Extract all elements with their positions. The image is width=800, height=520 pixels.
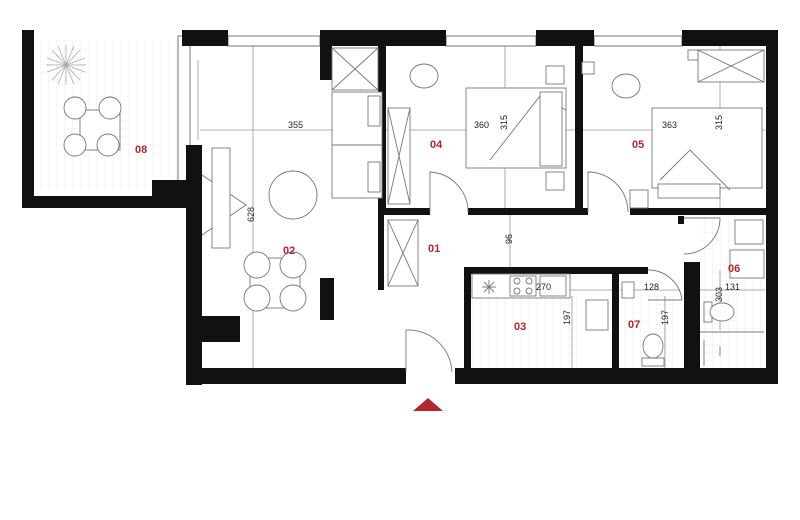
wall-living-notch bbox=[320, 30, 332, 80]
room-label-01: 01 bbox=[428, 243, 440, 255]
wall-bottom-left bbox=[186, 368, 406, 384]
shower bbox=[700, 331, 764, 366]
wall-top-3 bbox=[536, 30, 594, 46]
wall-left bbox=[186, 145, 202, 385]
wall-balcony-left bbox=[22, 30, 34, 208]
bed-05 bbox=[581, 49, 763, 209]
wall-column bbox=[320, 278, 334, 320]
entrance-marker-icon bbox=[413, 398, 443, 411]
wall-right bbox=[766, 30, 778, 384]
dim-living-depth: 628 bbox=[246, 207, 256, 222]
wardrobe-bedroom-05 bbox=[697, 49, 765, 83]
dim-bedroom-05-depth: 315 bbox=[714, 115, 724, 130]
tv-unit bbox=[211, 147, 231, 249]
wall-top-4 bbox=[682, 30, 778, 46]
room-label-03: 03 bbox=[514, 321, 526, 333]
dim-wc-depth: 197 bbox=[660, 310, 670, 325]
plant-icon bbox=[46, 45, 86, 85]
door-bedroom-04 bbox=[429, 171, 469, 213]
wall-kitchen-left bbox=[464, 267, 471, 377]
sofa bbox=[331, 91, 383, 199]
wall-top-2 bbox=[320, 30, 446, 46]
room-label-05: 05 bbox=[632, 139, 644, 151]
room-label-08: 08 bbox=[135, 144, 147, 156]
armchair-04 bbox=[409, 63, 439, 89]
furniture bbox=[46, 45, 765, 367]
wall-pillar bbox=[202, 316, 240, 342]
wall-bath-left bbox=[684, 262, 700, 382]
room-labels: 08 02 04 05 01 03 07 06 bbox=[135, 139, 740, 333]
room-label-02: 02 bbox=[283, 245, 295, 257]
windows bbox=[177, 35, 683, 187]
dim-living-width: 355 bbox=[288, 120, 303, 130]
dim-bedroom-05-width: 363 bbox=[662, 120, 677, 130]
kitchen-floor bbox=[470, 296, 578, 368]
window-bedroom-05 bbox=[593, 35, 683, 47]
wc-sink bbox=[621, 281, 635, 299]
washing-machine bbox=[585, 299, 609, 331]
dim-hall: 96 bbox=[504, 234, 514, 244]
dim-bathroom-width: 131 bbox=[725, 282, 740, 292]
bathroom-sink bbox=[729, 249, 765, 279]
dim-kitchen-width: 270 bbox=[536, 282, 551, 292]
wall-bath-stub bbox=[678, 216, 684, 224]
walls bbox=[22, 30, 778, 385]
wall-wc-top bbox=[612, 267, 648, 274]
dim-wc-width: 128 bbox=[644, 282, 659, 292]
wardrobe-living bbox=[331, 47, 379, 91]
armchair-05 bbox=[611, 73, 641, 99]
toilet-07 bbox=[641, 333, 665, 367]
dim-bedroom-04-depth: 315 bbox=[499, 115, 509, 130]
toilet-06 bbox=[703, 301, 735, 323]
door-wc bbox=[647, 269, 683, 301]
wardrobe-hall bbox=[387, 219, 419, 287]
wall-partition-bedrooms bbox=[575, 46, 583, 214]
dining-table bbox=[243, 251, 307, 312]
dim-kitchen-depth: 197 bbox=[562, 310, 572, 325]
door-bedroom-05 bbox=[587, 171, 629, 213]
wall-balcony-stub bbox=[152, 180, 188, 200]
round-rug bbox=[268, 170, 318, 220]
room-label-06: 06 bbox=[728, 263, 740, 275]
wall-balcony-corner bbox=[22, 30, 34, 42]
door-entrance bbox=[405, 329, 453, 373]
wall-corridor-2 bbox=[468, 208, 588, 215]
balcony-table bbox=[63, 96, 122, 157]
wall-corridor-1 bbox=[378, 208, 430, 215]
wall-kitchen-top bbox=[466, 267, 616, 274]
bed-04 bbox=[465, 65, 567, 191]
kitchen-counter bbox=[471, 273, 571, 299]
door-bathroom bbox=[683, 217, 721, 255]
wall-balcony-bottom bbox=[22, 196, 190, 208]
wall-kitchen-right bbox=[612, 267, 619, 377]
dimension-labels: 355 360 315 363 315 628 96 270 128 303 1… bbox=[246, 115, 740, 325]
wc-floor bbox=[618, 296, 678, 368]
room-label-04: 04 bbox=[430, 139, 443, 151]
dim-bathroom-depth: 303 bbox=[714, 287, 724, 302]
window-living bbox=[227, 35, 321, 47]
wardrobe-bedroom-04 bbox=[387, 107, 411, 205]
wall-corridor-3 bbox=[630, 208, 770, 215]
bathroom-cabinet bbox=[734, 219, 764, 245]
window-bedroom-04 bbox=[445, 35, 537, 47]
dim-bedroom-04-width: 360 bbox=[474, 120, 489, 130]
room-label-07: 07 bbox=[628, 319, 640, 331]
wall-closet bbox=[378, 214, 384, 290]
wall-top-1 bbox=[182, 30, 228, 46]
